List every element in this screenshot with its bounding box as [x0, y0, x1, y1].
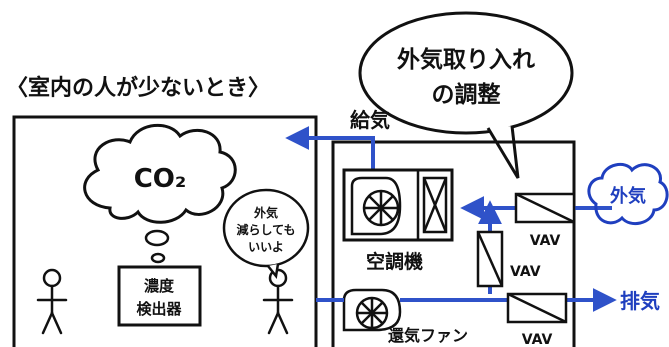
return-fan-label: 還気ファン: [388, 326, 468, 345]
supply-air-label: 給気: [350, 108, 390, 132]
sensor-label-line2: 検出器: [136, 300, 182, 318]
outside-air-label: 外気: [610, 185, 646, 207]
return-fan-icon: [342, 288, 402, 332]
outside-air-cloud: [587, 162, 669, 226]
ahu-fan-icon: [350, 176, 402, 236]
room-box: [12, 115, 318, 347]
person-speech-bubble: [222, 188, 310, 268]
person-right: [262, 268, 294, 335]
mechanical-room-box: [331, 140, 576, 347]
co2-sensor-box: [117, 265, 202, 327]
person-speech-line2: 減らしても: [236, 222, 295, 237]
callout-tail: [486, 125, 520, 179]
supply-air-duct: [285, 126, 375, 170]
vav-outside-label: VAV: [530, 233, 561, 249]
vav-exhaust-label: VAV: [522, 332, 553, 347]
vav-mid-label: VAV: [510, 264, 541, 280]
person-speech-line3: いいよ: [248, 240, 284, 254]
vav-exhaust-damper: [506, 292, 568, 324]
ahu-label: 空調機: [366, 250, 423, 273]
co2-thought-cloud: [83, 123, 237, 224]
person-speech-tail: [267, 263, 280, 279]
thought-bubble-large: [144, 229, 170, 247]
thought-bubble-small: [150, 252, 166, 264]
ahu-filter-icon: [422, 176, 448, 234]
co2-label: CO₂: [134, 164, 187, 194]
person-left: [36, 268, 68, 335]
exhaust-label: 排気: [620, 289, 660, 313]
vav-outside-damper: [514, 192, 576, 224]
ahu-box: [342, 168, 454, 242]
person-speech-line1: 外気: [254, 205, 278, 220]
callout-balloon: [358, 11, 574, 135]
room-title: 〈室内の人が少ないとき〉: [6, 75, 270, 101]
callout-line2: の調整: [432, 81, 501, 108]
vav-mid-damper: [476, 230, 504, 288]
sensor-label-line1: 濃度: [144, 277, 175, 295]
callout-line1: 外気取り入れ: [397, 46, 535, 73]
